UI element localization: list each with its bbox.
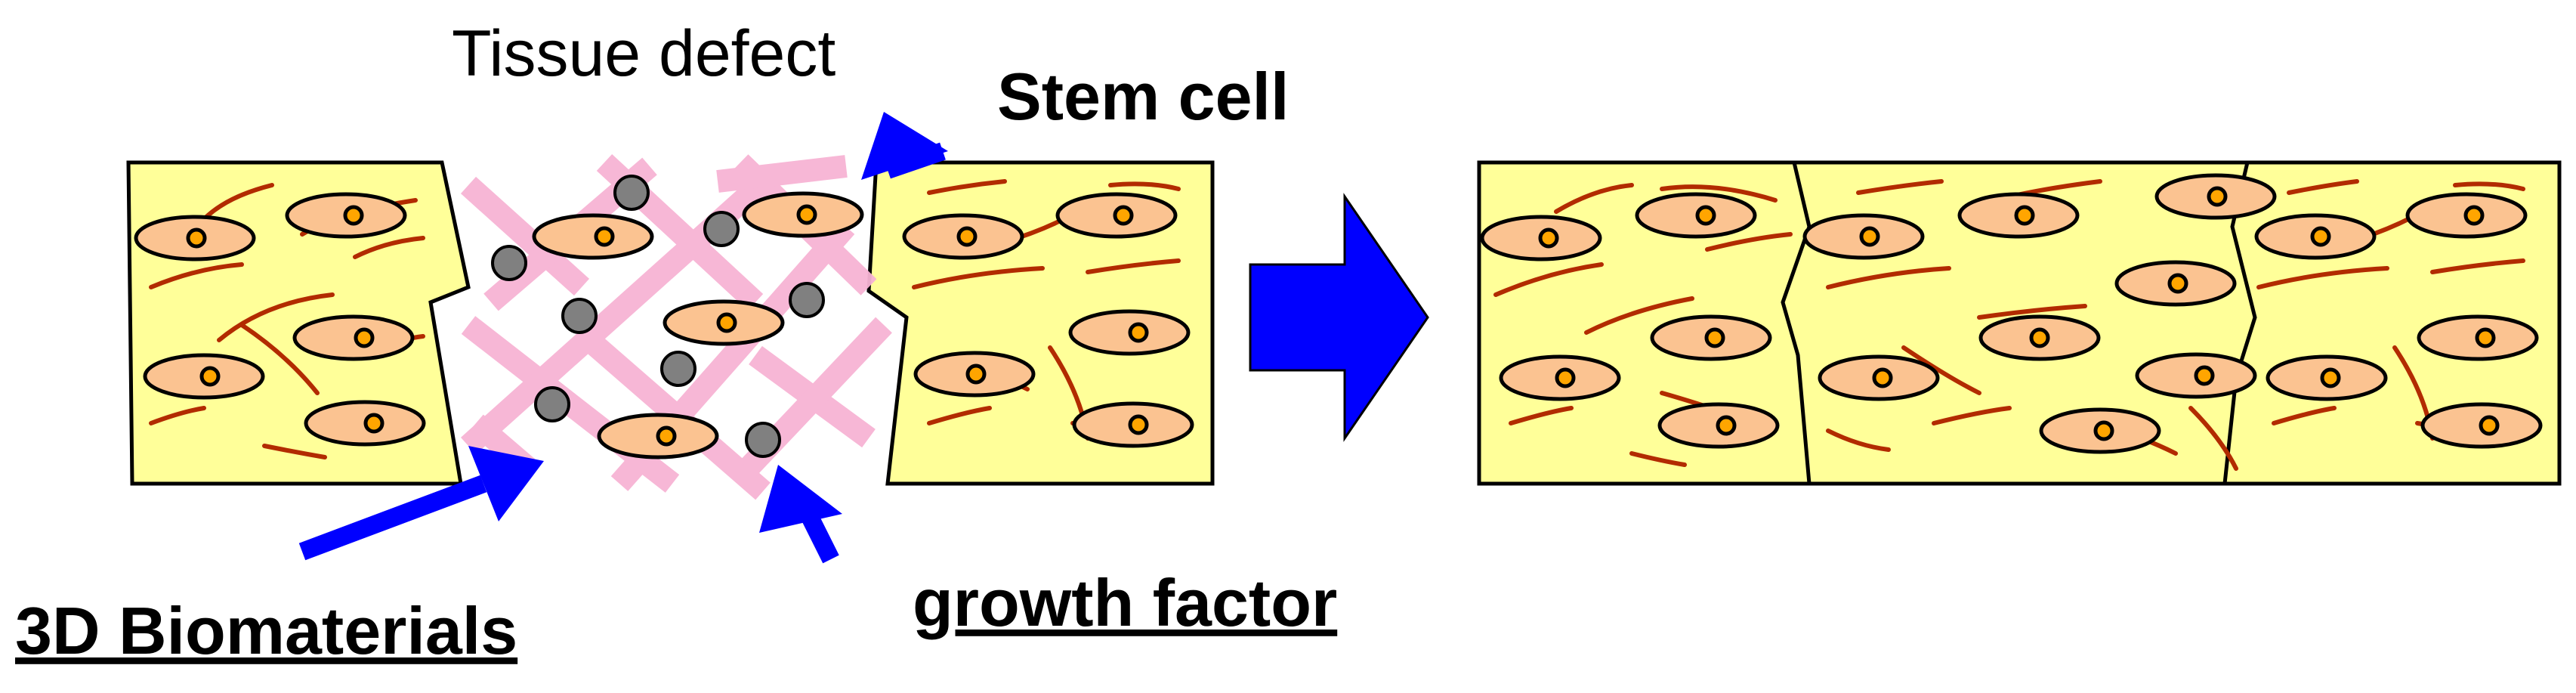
biomaterials-label: 3D Biomaterials — [15, 593, 517, 668]
biomaterials-pointer-arrow — [298, 446, 544, 561]
left-panel: Tissue defect Stem cell growth factor 3D… — [15, 17, 1337, 668]
cells-regenerated — [1480, 173, 2543, 454]
tissue-seam-left — [1781, 162, 1812, 484]
cells-defect — [532, 191, 864, 459]
transition-arrow — [1249, 193, 1429, 442]
cells-left — [134, 192, 426, 447]
right-panel — [1477, 160, 2562, 486]
growth-factor-label: growth factor — [913, 565, 1337, 640]
stem-cell-label: Stem cell — [997, 59, 1289, 134]
growth-factor-dots — [491, 175, 825, 458]
cells-right — [902, 192, 1194, 448]
stem-cell-pointer-arrow — [861, 112, 948, 180]
growth-factor-pointer-arrow — [759, 465, 842, 564]
tissue-defect-label: Tissue defect — [452, 17, 836, 90]
